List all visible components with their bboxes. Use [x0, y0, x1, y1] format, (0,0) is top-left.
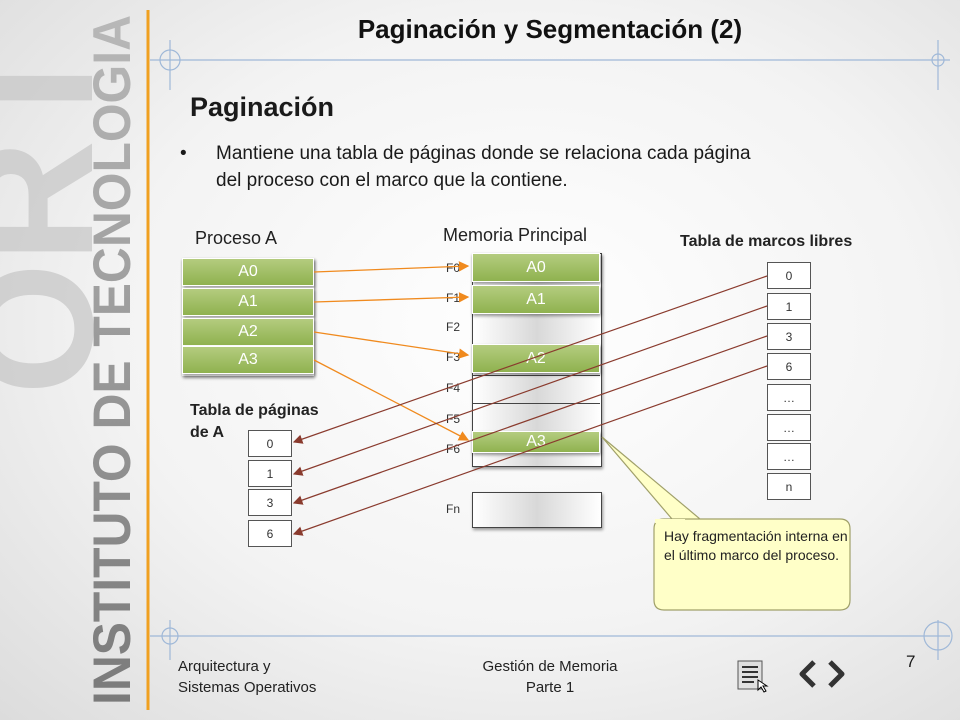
page-table-entry: 6: [248, 520, 292, 547]
arrow-a3-f6: [313, 359, 470, 441]
memory-label: Memoria Principal: [443, 225, 588, 245]
arrow-a1-f1: [313, 292, 470, 303]
page-table-entry: 1: [248, 460, 292, 487]
memory-frame-f1: A1: [472, 285, 600, 314]
free-frame-entry: 6: [767, 353, 811, 380]
page-number: 7: [906, 652, 916, 671]
process-page-a0: A0: [182, 258, 314, 286]
free-frames-label: Tabla de marcos libres: [680, 233, 853, 250]
frame-label-f5: F5: [446, 412, 461, 426]
frame-divider: [472, 375, 600, 376]
page-table-entry: 0: [248, 430, 292, 457]
free-frame-entry: n: [767, 473, 811, 500]
page-table-label: Tabla de páginas de A: [190, 400, 319, 444]
page-table-label-line1: Tabla de páginas: [190, 402, 319, 419]
process-page-a3: A3: [182, 346, 314, 374]
free-frame-entry: 0: [767, 262, 811, 289]
index-document-icon[interactable]: [736, 658, 770, 694]
link-free-1: [292, 305, 768, 476]
bullet-text: Mantiene una tabla de páginas donde se r…: [216, 140, 896, 194]
process-label: Proceso A: [195, 228, 278, 248]
frame-label-f0: F0: [446, 261, 461, 275]
frame-divider: [472, 403, 600, 404]
section-title: Paginación: [190, 92, 335, 122]
process-page-a1: A1: [182, 288, 314, 316]
frame-label-f2: F2: [446, 320, 461, 334]
institute-name: INSTITUTO DE TECNOLOGIA: [83, 15, 142, 705]
page-table-entry: 3: [248, 489, 292, 516]
free-frame-entry: 3: [767, 323, 811, 350]
frame-label-fn: Fn: [446, 502, 461, 516]
footer-course: Arquitectura y Sistemas Operativos: [178, 656, 316, 698]
logo-letters: ORT: [0, 36, 129, 395]
free-frame-entry: …: [767, 414, 811, 441]
free-frame-entry: 1: [767, 293, 811, 320]
free-frame-entry: …: [767, 384, 811, 411]
page-table-label-line2: de A: [190, 424, 225, 441]
callout-bubble: [601, 436, 851, 611]
ort-logo-sidebar: ORT INSTITUTO DE TECNOLOGIA: [0, 10, 150, 710]
link-free-6: [292, 365, 768, 536]
arrow-a0-f0: [313, 261, 470, 273]
link-free-3: [292, 335, 768, 505]
footer-course-line2: Sistemas Operativos: [178, 679, 317, 696]
free-frame-entry: …: [767, 443, 811, 470]
arrow-a2-f3: [313, 331, 470, 359]
previous-slide-icon[interactable]: [796, 658, 820, 690]
process-page-a2: A2: [182, 318, 314, 346]
footer-topic: Gestión de Memoria Parte 1: [465, 656, 635, 698]
memory-frame-fn: [472, 492, 602, 528]
slide-title: Paginación y Segmentación (2): [357, 14, 743, 44]
memory-frame-f0: A0: [472, 253, 600, 282]
footer-topic-line2: Parte 1: [525, 679, 575, 696]
bullet-line-1: Mantiene una tabla de páginas donde se r…: [216, 143, 751, 164]
footer-course-line1: Arquitectura y: [178, 658, 271, 675]
footer-topic-line1: Gestión de Memoria: [482, 658, 618, 675]
memory-frame-f3: A2: [472, 344, 600, 373]
link-free-0: [292, 275, 768, 444]
bullet-dot: •: [180, 143, 187, 164]
bullet-line-2: del proceso con el marco que la contiene…: [216, 170, 568, 191]
next-slide-icon[interactable]: [824, 658, 848, 690]
callout-text: Hay fragmentación interna en el último m…: [664, 528, 848, 563]
